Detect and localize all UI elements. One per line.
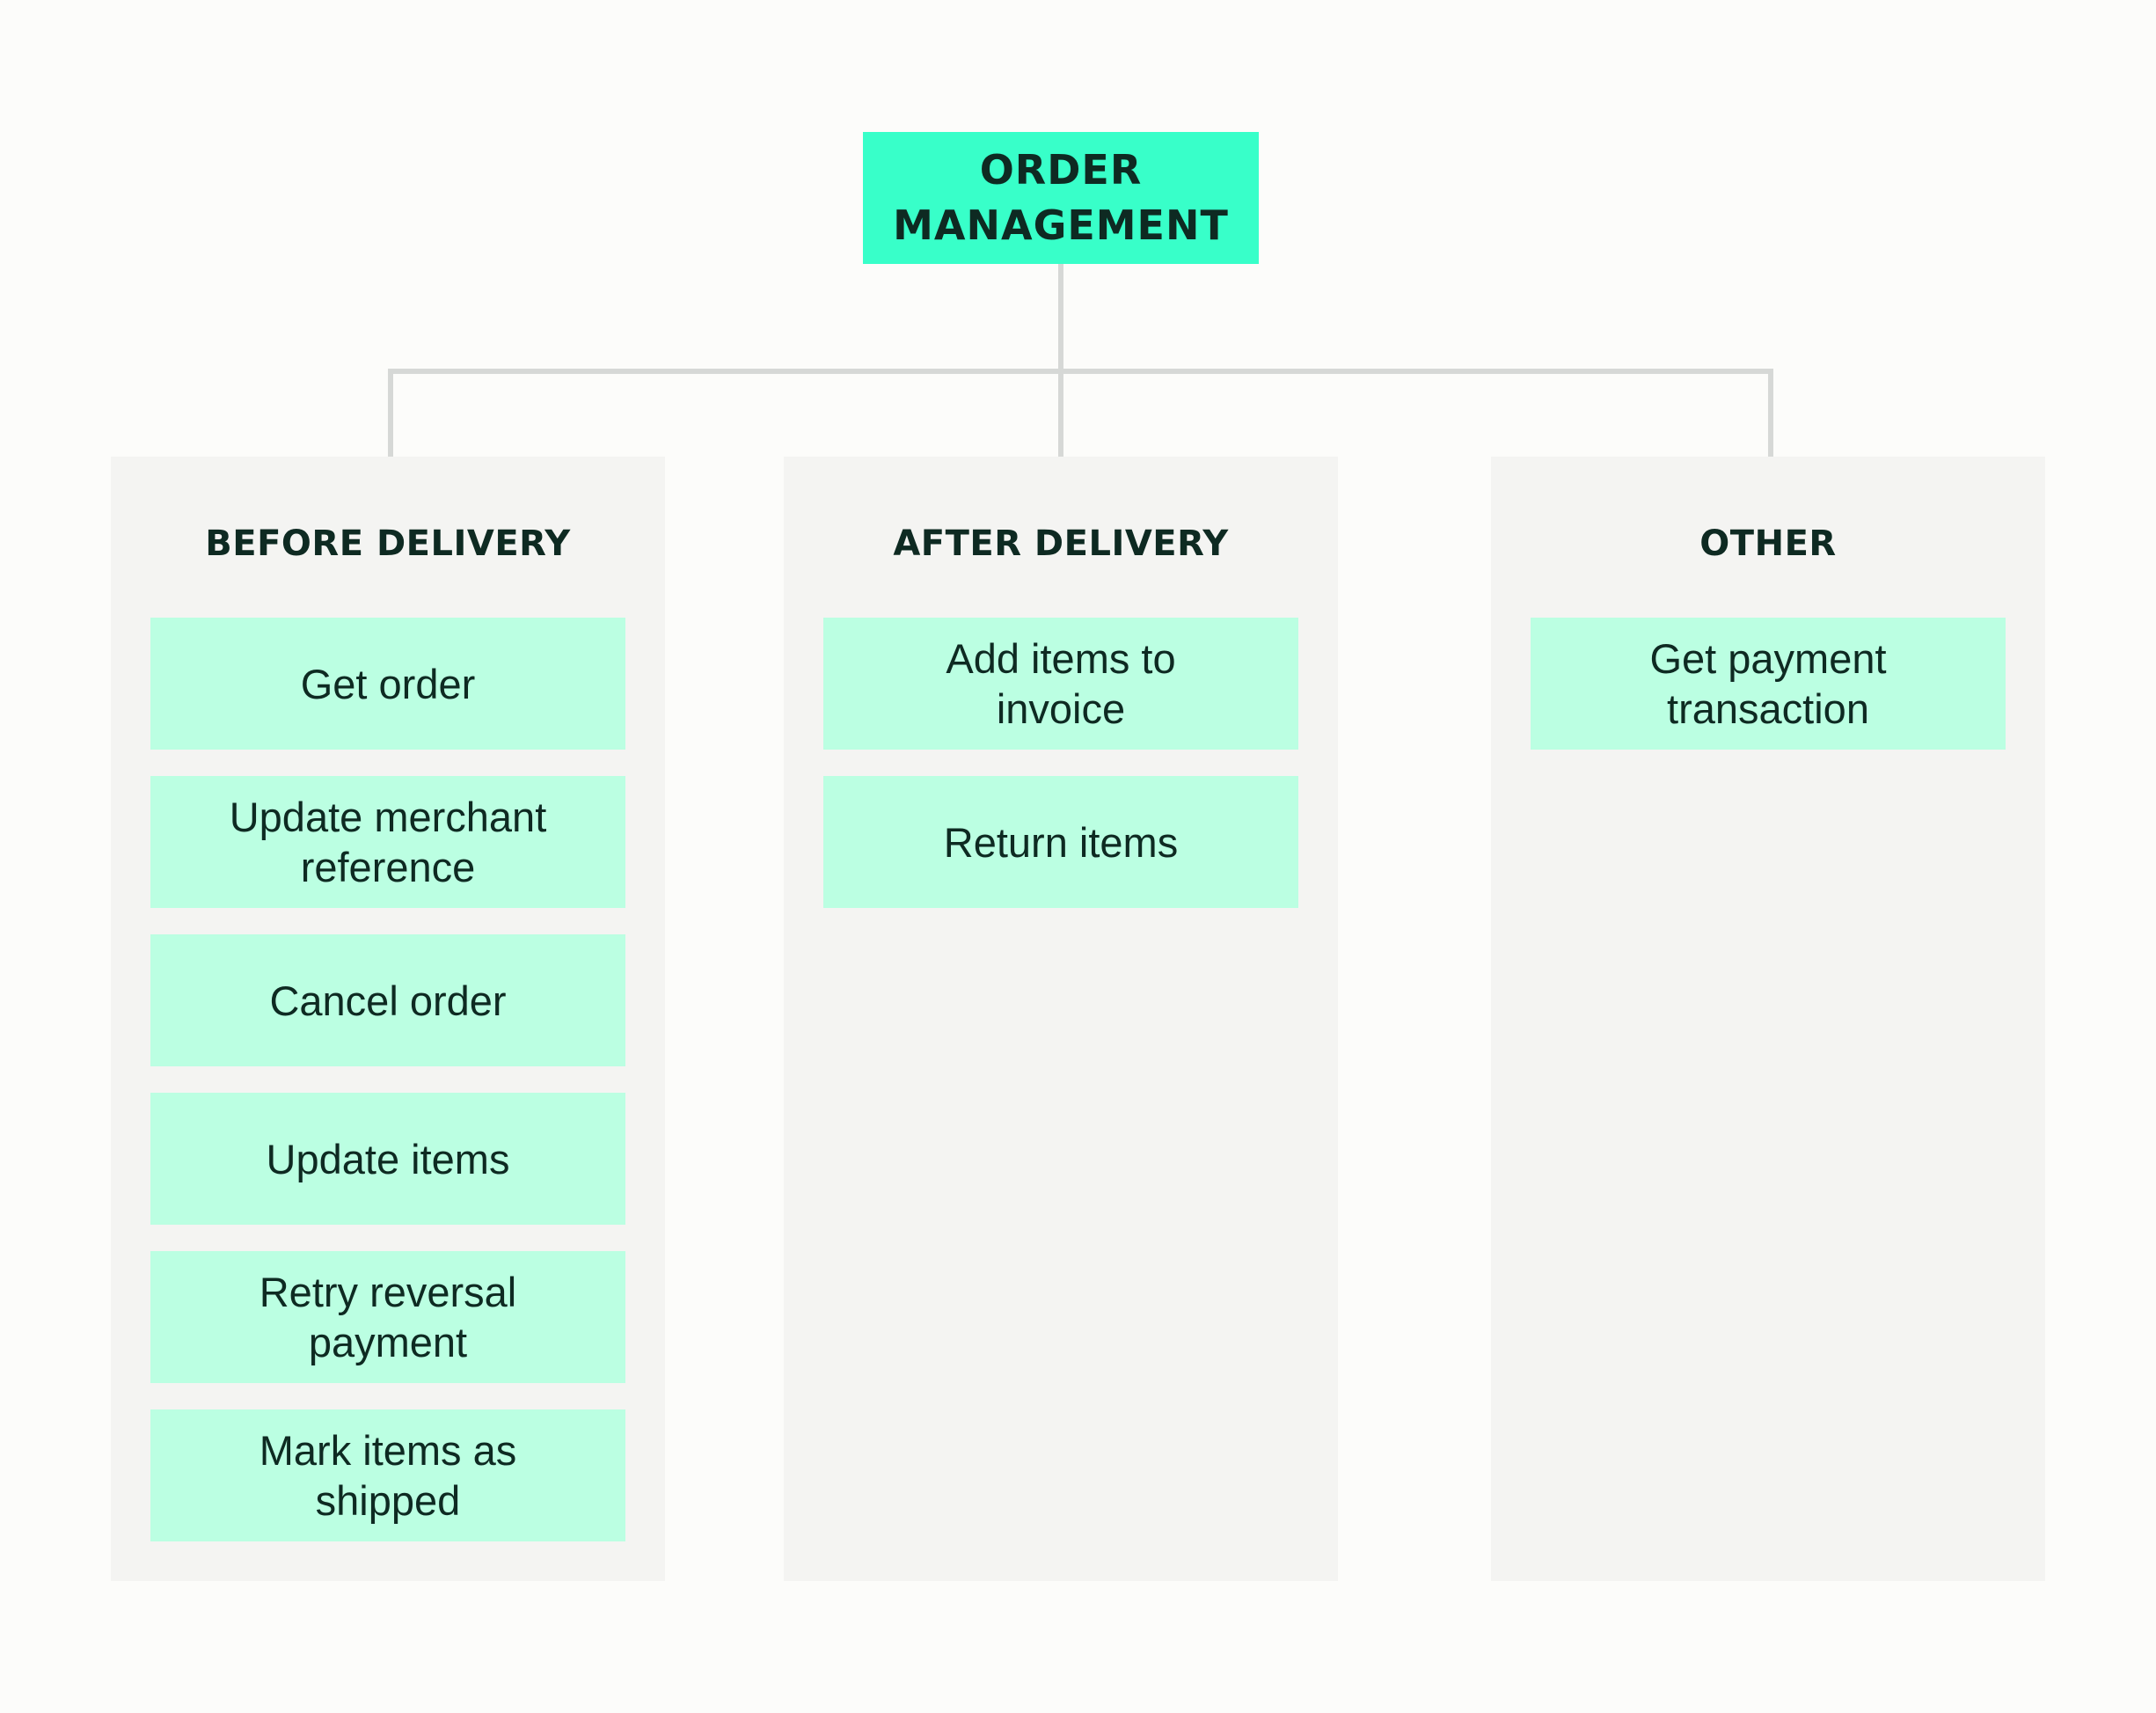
item-get-order: Get order [150, 618, 625, 750]
item-cancel-order: Cancel order [150, 934, 625, 1066]
column-after-delivery: AFTER DELIVERY Add items to invoice Retu… [784, 457, 1338, 1581]
column-header-before-delivery: BEFORE DELIVERY [205, 523, 571, 564]
column-header-after-delivery: AFTER DELIVERY [893, 523, 1229, 564]
item-update-items: Update items [150, 1093, 625, 1225]
item-retry-reversal-payment: Retry reversal payment [150, 1251, 625, 1383]
item-list-after-delivery: Add items to invoice Return items [823, 618, 1298, 934]
item-list-other: Get payment transaction [1531, 618, 2006, 776]
column-before-delivery: BEFORE DELIVERY Get order Update merchan… [111, 457, 665, 1581]
order-management-node: ORDER MANAGEMENT [863, 132, 1259, 264]
item-list-before-delivery: Get order Update merchant reference Canc… [150, 618, 625, 1568]
item-add-items-to-invoice: Add items to invoice [823, 618, 1298, 750]
column-other: OTHER Get payment transaction [1491, 457, 2045, 1581]
item-mark-items-as-shipped: Mark items as shipped [150, 1409, 625, 1541]
item-get-payment-transaction: Get payment transaction [1531, 618, 2006, 750]
item-return-items: Return items [823, 776, 1298, 908]
column-header-other: OTHER [1699, 523, 1837, 564]
item-update-merchant-reference: Update merchant reference [150, 776, 625, 908]
